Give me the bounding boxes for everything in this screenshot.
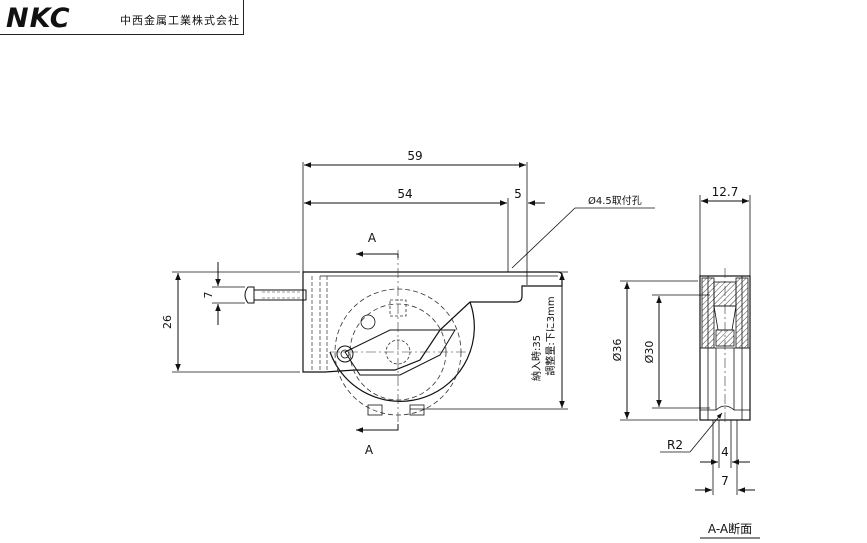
dim-outer-dia: Ø36	[611, 339, 624, 362]
section-mark-top: A	[368, 231, 377, 245]
dim-height: 26	[161, 315, 174, 329]
front-view	[172, 162, 655, 433]
radius-leader	[689, 412, 723, 453]
adjuster-screw	[336, 345, 354, 363]
bracket-outline	[302, 271, 563, 373]
pin	[253, 289, 307, 301]
hole-label: Ø4.5取付孔	[588, 194, 642, 207]
adjuster-bar	[344, 329, 456, 376]
section-mark-bottom: A	[365, 443, 374, 457]
company-logo: NKC	[6, 3, 71, 34]
title-block: NKC 中西金属工業株式会社	[0, 0, 244, 35]
dim-section-width: 12.7	[712, 185, 739, 199]
dim-groove: 4	[721, 445, 729, 459]
section-arrow-bottom	[356, 424, 399, 431]
dim-radius: R2	[667, 438, 683, 452]
section-arrow-top	[356, 253, 399, 258]
install-note-2: 調整量:下に3mm	[544, 296, 557, 375]
dim-pin: 7	[202, 292, 215, 299]
company-name: 中西金属工業株式会社	[120, 14, 240, 27]
dim-overall-width: 59	[407, 149, 422, 163]
install-note-1: 納入時:35	[530, 335, 543, 381]
dim-bottom: 7	[721, 474, 729, 488]
dim-inner-dia: Ø30	[643, 341, 656, 364]
section-view	[620, 195, 760, 539]
wheel-outer	[329, 301, 475, 402]
section-title: A-A断面	[708, 521, 752, 536]
hole-leader	[511, 207, 576, 269]
dim-offset: 5	[514, 187, 522, 201]
dim-body-width: 54	[397, 187, 412, 201]
